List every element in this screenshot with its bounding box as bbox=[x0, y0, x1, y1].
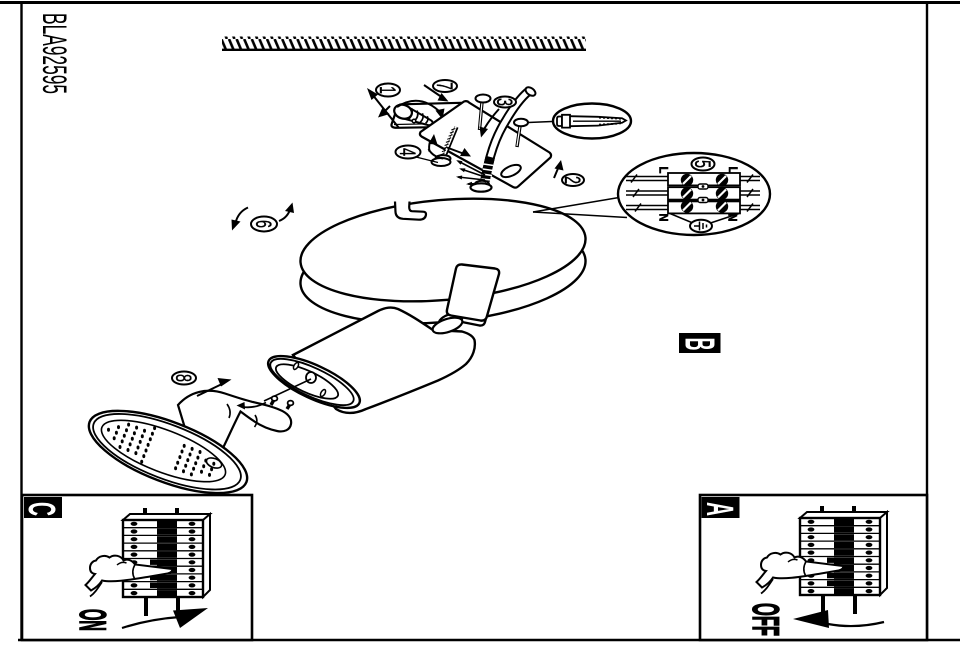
svg-text:8: 8 bbox=[171, 374, 196, 382]
svg-text:N: N bbox=[657, 214, 671, 222]
svg-text:6: 6 bbox=[251, 220, 276, 228]
svg-text:L: L bbox=[657, 167, 671, 174]
svg-text:OFF: OFF bbox=[745, 603, 786, 636]
svg-text:ON: ON bbox=[72, 609, 113, 631]
svg-text:7: 7 bbox=[432, 82, 457, 90]
svg-text:5: 5 bbox=[690, 160, 715, 168]
svg-text:2: 2 bbox=[560, 176, 585, 184]
svg-text:4: 4 bbox=[395, 148, 420, 156]
svg-text:B: B bbox=[677, 338, 724, 351]
svg-text:1: 1 bbox=[375, 86, 400, 94]
svg-text:3: 3 bbox=[492, 98, 517, 106]
svg-text:A: A bbox=[698, 502, 740, 516]
svg-text:C: C bbox=[20, 502, 62, 516]
svg-text:L: L bbox=[726, 167, 740, 174]
svg-text:N: N bbox=[726, 214, 740, 222]
svg-text:BLA92595: BLA92595 bbox=[35, 13, 73, 94]
